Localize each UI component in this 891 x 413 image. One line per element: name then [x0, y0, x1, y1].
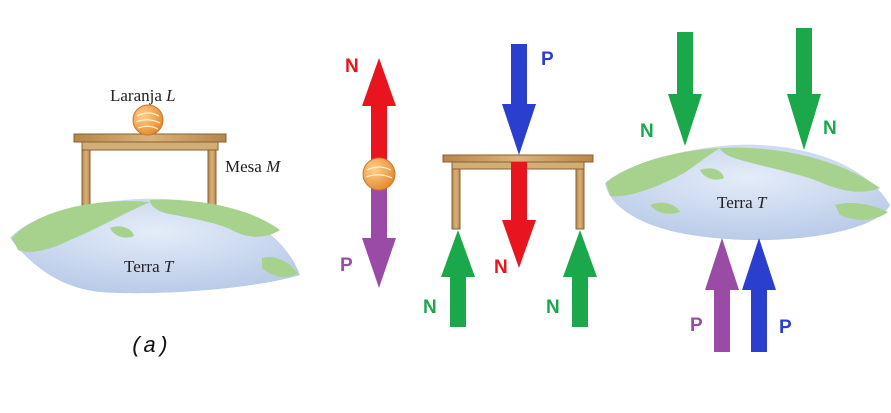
table-left-normal-label: N: [423, 297, 437, 318]
panel-caption: (a): [130, 334, 170, 359]
table-free-body: P N N N: [423, 44, 597, 327]
table-weight-arrow: [502, 44, 536, 155]
earth-right-normal-arrow: [787, 28, 821, 150]
orange-label: Laranja L: [110, 86, 176, 105]
earth-weight-blue-label: P: [779, 317, 792, 338]
earth-left-normal-label: N: [640, 121, 654, 142]
panel-a: Laranja L Mesa M Terra T (a): [10, 86, 300, 359]
earth-fbd-label: Terra T: [717, 193, 768, 212]
earth-icon: [605, 144, 890, 241]
earth-weight-purple-label: P: [690, 315, 703, 336]
earth-left-normal-arrow: [668, 32, 702, 146]
earth-free-body: N N Terra T P P: [605, 28, 890, 352]
table-left-leg-normal-arrow: [441, 230, 475, 327]
orange-weight-label: P: [340, 255, 353, 276]
table-normal-down-label: N: [494, 257, 508, 278]
orange-weight-arrow: [362, 180, 396, 288]
earth-right-normal-label: N: [823, 118, 837, 139]
table-label: Mesa M: [225, 157, 281, 176]
orange-normal-label: N: [345, 56, 359, 77]
earth-t: [10, 198, 300, 294]
table-right-normal-label: N: [546, 297, 560, 318]
table-weight-label: P: [541, 49, 554, 70]
earth-weight-blue-arrow: [742, 238, 776, 352]
table-right-leg-normal-arrow: [563, 230, 597, 327]
orange-icon: [362, 157, 396, 191]
orange-normal-arrow: [362, 58, 396, 168]
table-normal-down-arrow: [502, 162, 536, 268]
orange-free-body: N P: [340, 56, 396, 288]
earth-weight-purple-arrow: [705, 238, 739, 352]
orange-l: [132, 104, 164, 136]
earth-label: Terra T: [124, 257, 175, 276]
